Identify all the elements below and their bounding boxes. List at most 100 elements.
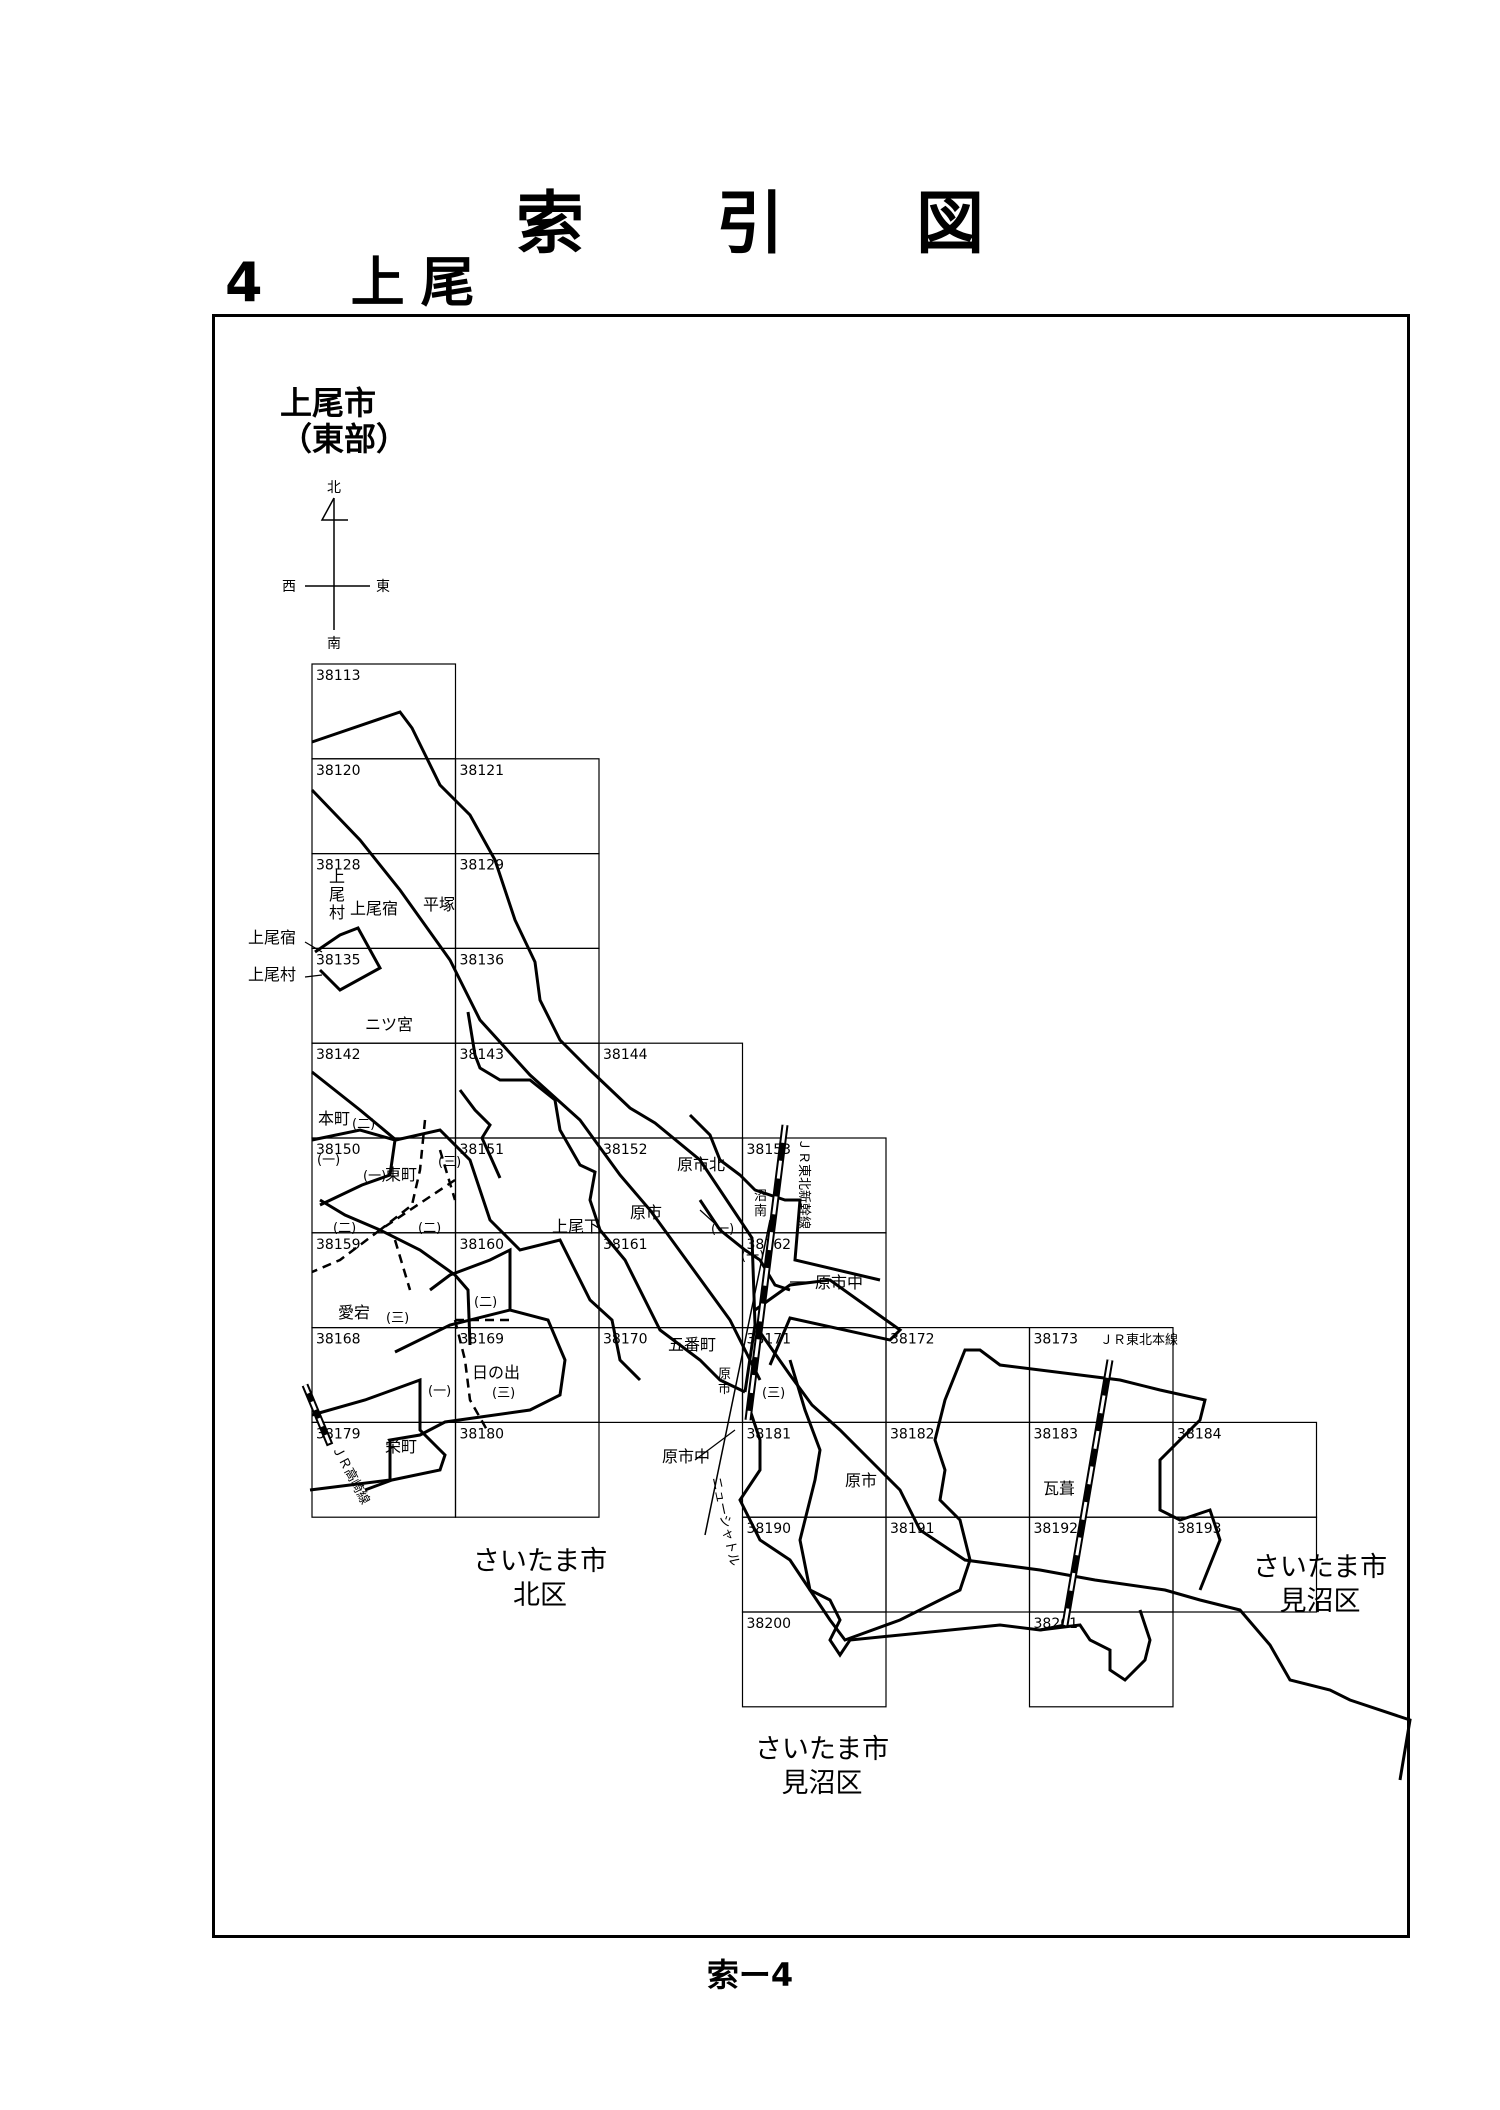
area-label-honmachi: 本町 [318, 1109, 350, 1128]
section-name-char: 上 [350, 251, 405, 314]
area-label-haraichi-v-2: 市 [718, 1381, 731, 1397]
chome-line [379, 1119, 427, 1231]
area-label-nitsunomiya: ニツ宮 [365, 1015, 413, 1034]
grid-cell-38152: 38152 [598, 1137, 744, 1234]
compass-east: 東 [376, 579, 390, 595]
city-title: 上尾市 （東部） [280, 385, 408, 457]
grid-cell-38172: 38172 [885, 1326, 1031, 1423]
area-label-haraichi-v-1: 原 [718, 1367, 731, 1382]
area-label-haraichi-naka-2: 原市中 [662, 1447, 710, 1466]
grid-cell-label: 38120 [316, 763, 361, 779]
map-frame [212, 314, 1410, 1938]
grid-cell-label: 38151 [460, 1142, 505, 1158]
neighbor-minuma-ward-b: 見沼区 [1280, 1586, 1361, 1617]
area-label-hinode: 日の出 [472, 1363, 520, 1382]
chome-marker: (三) [492, 1386, 515, 1401]
grid-cell-label: 38121 [460, 763, 505, 779]
grid-cell-border [741, 1611, 887, 1708]
grid-cell-label: 38172 [890, 1332, 935, 1348]
grid-cell-label: 38143 [460, 1047, 505, 1063]
grid-cell-label: 38160 [460, 1237, 505, 1253]
area-label-gobancho: 五番町 [668, 1335, 716, 1354]
chome-marker: (一) [428, 1384, 451, 1399]
area-label-kawarabuki: 瓦葺 [1043, 1479, 1075, 1498]
hinode-boundary [309, 1308, 567, 1492]
area-label-haraichi-main: 原市 [845, 1471, 877, 1490]
higashimachi-area [319, 1198, 472, 1346]
compass-west: 西 [282, 579, 296, 595]
north-arrow-icon [320, 497, 348, 521]
rail-label-new-shuttle: ニューシャトル [708, 1476, 742, 1568]
grid-cell-label: 38136 [460, 952, 505, 968]
grid-cell-label: 38150 [316, 1142, 361, 1158]
area-label-haraichi-naka: 原市中 [815, 1273, 863, 1292]
grid-cell-label: 38168 [316, 1332, 361, 1348]
neighbor-labels: さいたま市 北区 さいたま市 見沼区 さいたま市 見沼区 [473, 1546, 1387, 1799]
area-label-kamiojuku: 上尾宿 [350, 899, 398, 918]
chome-boundaries [311, 1119, 515, 1431]
atago-boundary [429, 1247, 512, 1310]
grid-cell-label: 38180 [460, 1426, 505, 1442]
rail-label-tohoku-honsen: ＪＲ東北本線 [1100, 1332, 1178, 1348]
area-label-kamiomura-1: 上 [329, 867, 345, 886]
city-name: 上尾市 [280, 384, 377, 422]
railways [301, 1124, 1114, 1626]
page-number: 索ー4 [706, 1956, 794, 1994]
grid-cell-label: 38128 [316, 858, 361, 874]
grid-cell-label: 38173 [1034, 1332, 1079, 1348]
road-line-d [458, 1089, 502, 1179]
chome-marker: (三) [438, 1155, 461, 1170]
grid-cell-38193: 38193 [1172, 1516, 1318, 1613]
section-number: 4 [225, 251, 263, 314]
grid-cell-38144: 38144 [598, 1042, 744, 1139]
rail-label-takasaki: ＪＲ高崎線 [328, 1442, 373, 1507]
chome-line [438, 1149, 457, 1201]
leader-lines [304, 941, 813, 1461]
chome-marker: (二) [352, 1117, 375, 1132]
grid-cell-label: 38200 [747, 1616, 792, 1632]
chome-marker: (一) [363, 1169, 386, 1184]
chome-line [453, 1319, 489, 1431]
neighbor-minuma-ward-a: 見沼区 [782, 1768, 863, 1799]
chome-marker: (三) [762, 1386, 785, 1401]
grid-cell-label: 38142 [316, 1047, 361, 1063]
grid-cell-label: 38113 [316, 668, 361, 684]
grid-cell-label: 38144 [603, 1047, 648, 1063]
area-label-atago: 愛宕 [338, 1303, 370, 1322]
area-label-kamiomura-3: 村 [329, 903, 345, 922]
chome-marker: (一) [317, 1153, 340, 1168]
grid-cell-label: 38192 [1034, 1521, 1079, 1537]
area-label-numaminami-1: 沼 [754, 1189, 767, 1204]
east-boundary [754, 1278, 903, 1366]
grid-cell-border [1172, 1516, 1318, 1613]
grid-cell-38161: 38161 [598, 1232, 744, 1329]
minuma-boundary [738, 1348, 1222, 1642]
compass-south: 南 [327, 636, 341, 652]
page-title-char: 引 [715, 185, 784, 264]
city-boundary-north [753, 1324, 1412, 1781]
area-label-numaminami-2: 南 [754, 1203, 767, 1219]
area-labels: 上 尾 村 上尾宿 平塚 上尾宿 上尾村 ニツ宮 本町 東町 愛宕 日の出 栄町… [248, 867, 1075, 1498]
grid-cell-label: 38170 [603, 1332, 648, 1348]
chome-line [311, 1178, 456, 1274]
city-district: （東部） [280, 420, 409, 458]
area-label-hiratsuka: 平塚 [423, 895, 455, 914]
grid-cell-label: 38182 [890, 1426, 935, 1442]
grid-cell-label: 38161 [603, 1237, 648, 1253]
area-label-kamiomura-out: 上尾村 [248, 965, 296, 984]
grid-cell-label: 38129 [460, 858, 505, 874]
haraichi-central-boundary [688, 1113, 881, 1282]
grid-cell-label: 38183 [1034, 1426, 1079, 1442]
chome-marker: (一) [741, 1249, 764, 1264]
east-area-boundary [788, 1359, 1066, 1658]
chome-line [393, 1239, 412, 1291]
jr-takasaki-dash [303, 1384, 332, 1446]
grid-cell-38113: 38113 [311, 663, 457, 760]
area-label-haraichi: 原市 [630, 1203, 662, 1222]
chome-markers: (二) (一) (一) (三) (二) (二) (三) (二) (一) (三) … [317, 1117, 785, 1401]
grid-cell-border [1028, 1611, 1174, 1708]
grid-cell-38192: 38192 [1028, 1516, 1174, 1613]
compass-rose: 北 南 西 東 [282, 480, 390, 652]
